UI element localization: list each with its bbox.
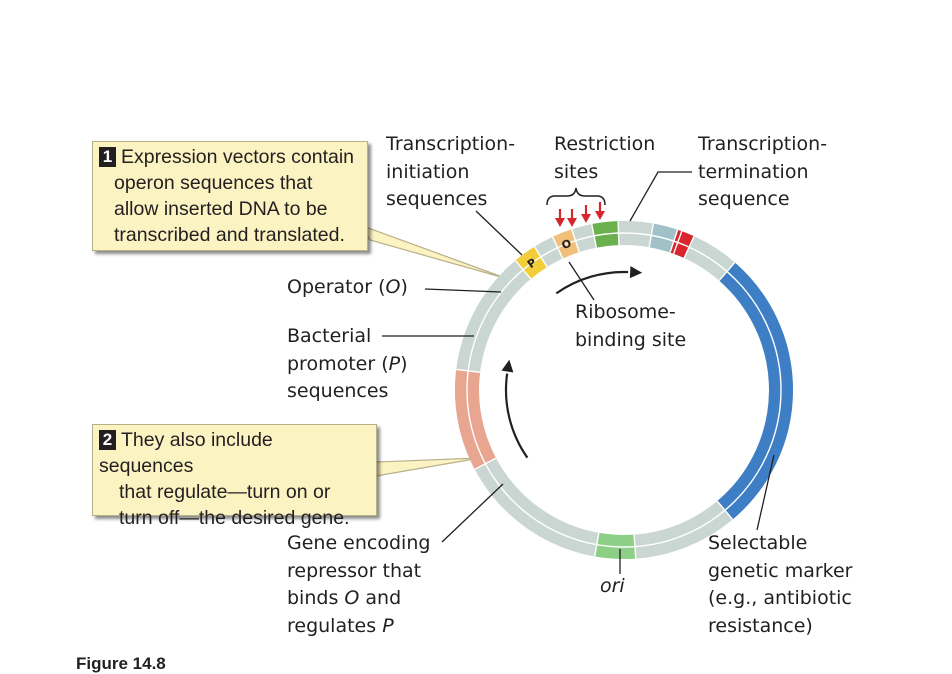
segment-boundary [617, 221, 620, 246]
restriction-arrow-head [555, 218, 565, 227]
callout-2-line: turn off—the desired gene. [119, 507, 350, 529]
leader-ribosome [568, 261, 595, 301]
segment-boundary [533, 246, 548, 268]
segment-boundary [683, 235, 695, 259]
label-ori: ori [600, 575, 625, 597]
ring-strand-divider [466, 232, 782, 548]
segment-boundary [718, 261, 736, 282]
segment-boundary [669, 229, 679, 253]
segment-boundary [672, 230, 683, 254]
segment-selectable-marker [717, 262, 793, 520]
segment-boundary [474, 457, 497, 470]
callout-1-line: operon sequences that [114, 172, 313, 194]
operator-letter: O [560, 237, 573, 253]
transcription-direction-arrow [555, 270, 629, 295]
label-transcription-termination: Transcription- termination sequence [698, 133, 828, 210]
plasmid-ring: OP [455, 221, 793, 559]
label-operator: Operator (O) [287, 276, 408, 298]
label-ribosome-binding-site: Ribosome- binding site [575, 301, 687, 351]
segment-boundary [571, 229, 580, 253]
figure-caption: Figure 14.8 [76, 654, 166, 673]
callout-2-pointer [375, 457, 481, 477]
leader-initiation [475, 210, 523, 256]
callout-1-line: allow inserted DNA to be [114, 198, 328, 220]
segment-boundary [456, 368, 481, 374]
leader-selectable [756, 454, 775, 531]
step-2-badge: 2 [99, 430, 116, 450]
restriction-arrow-head [595, 211, 605, 220]
leader-termination [629, 171, 692, 222]
callout-1-pointer [358, 223, 509, 280]
restriction-arrow-head [567, 218, 577, 227]
diagram-overlays [382, 171, 775, 574]
label-selectable-marker: Selectable genetic marker (e.g., antibio… [708, 532, 853, 637]
repressor-direction-arrow [504, 373, 529, 459]
label-repressor-gene: Gene encoding repressor that binds O and… [287, 532, 431, 637]
segment-boundary [593, 532, 600, 557]
segment-boundary [716, 500, 734, 520]
leader-operator [424, 288, 502, 293]
callout-1-line: transcribed and translated. [114, 224, 345, 246]
callout-2-line: that regulate—turn on or [119, 481, 331, 503]
label-transcription-initiation: Transcription- initiation sequences [386, 133, 516, 210]
segment-boundary [591, 223, 598, 248]
arrowhead-left [501, 359, 514, 373]
restriction-arrow-head [581, 214, 591, 223]
leader-repressor [441, 483, 504, 543]
label-restriction-sites: Restriction sites [554, 133, 656, 183]
step-1-badge: 1 [99, 147, 116, 167]
segment-boundary [551, 236, 564, 259]
segment-boundary [514, 260, 532, 280]
segment-boundary [633, 534, 637, 559]
arrowhead-top [629, 266, 643, 279]
segment-boundary [648, 223, 655, 248]
restriction-sites-brace [546, 187, 606, 206]
label-promoter: Bacterial promoter (P) sequences [287, 325, 408, 402]
